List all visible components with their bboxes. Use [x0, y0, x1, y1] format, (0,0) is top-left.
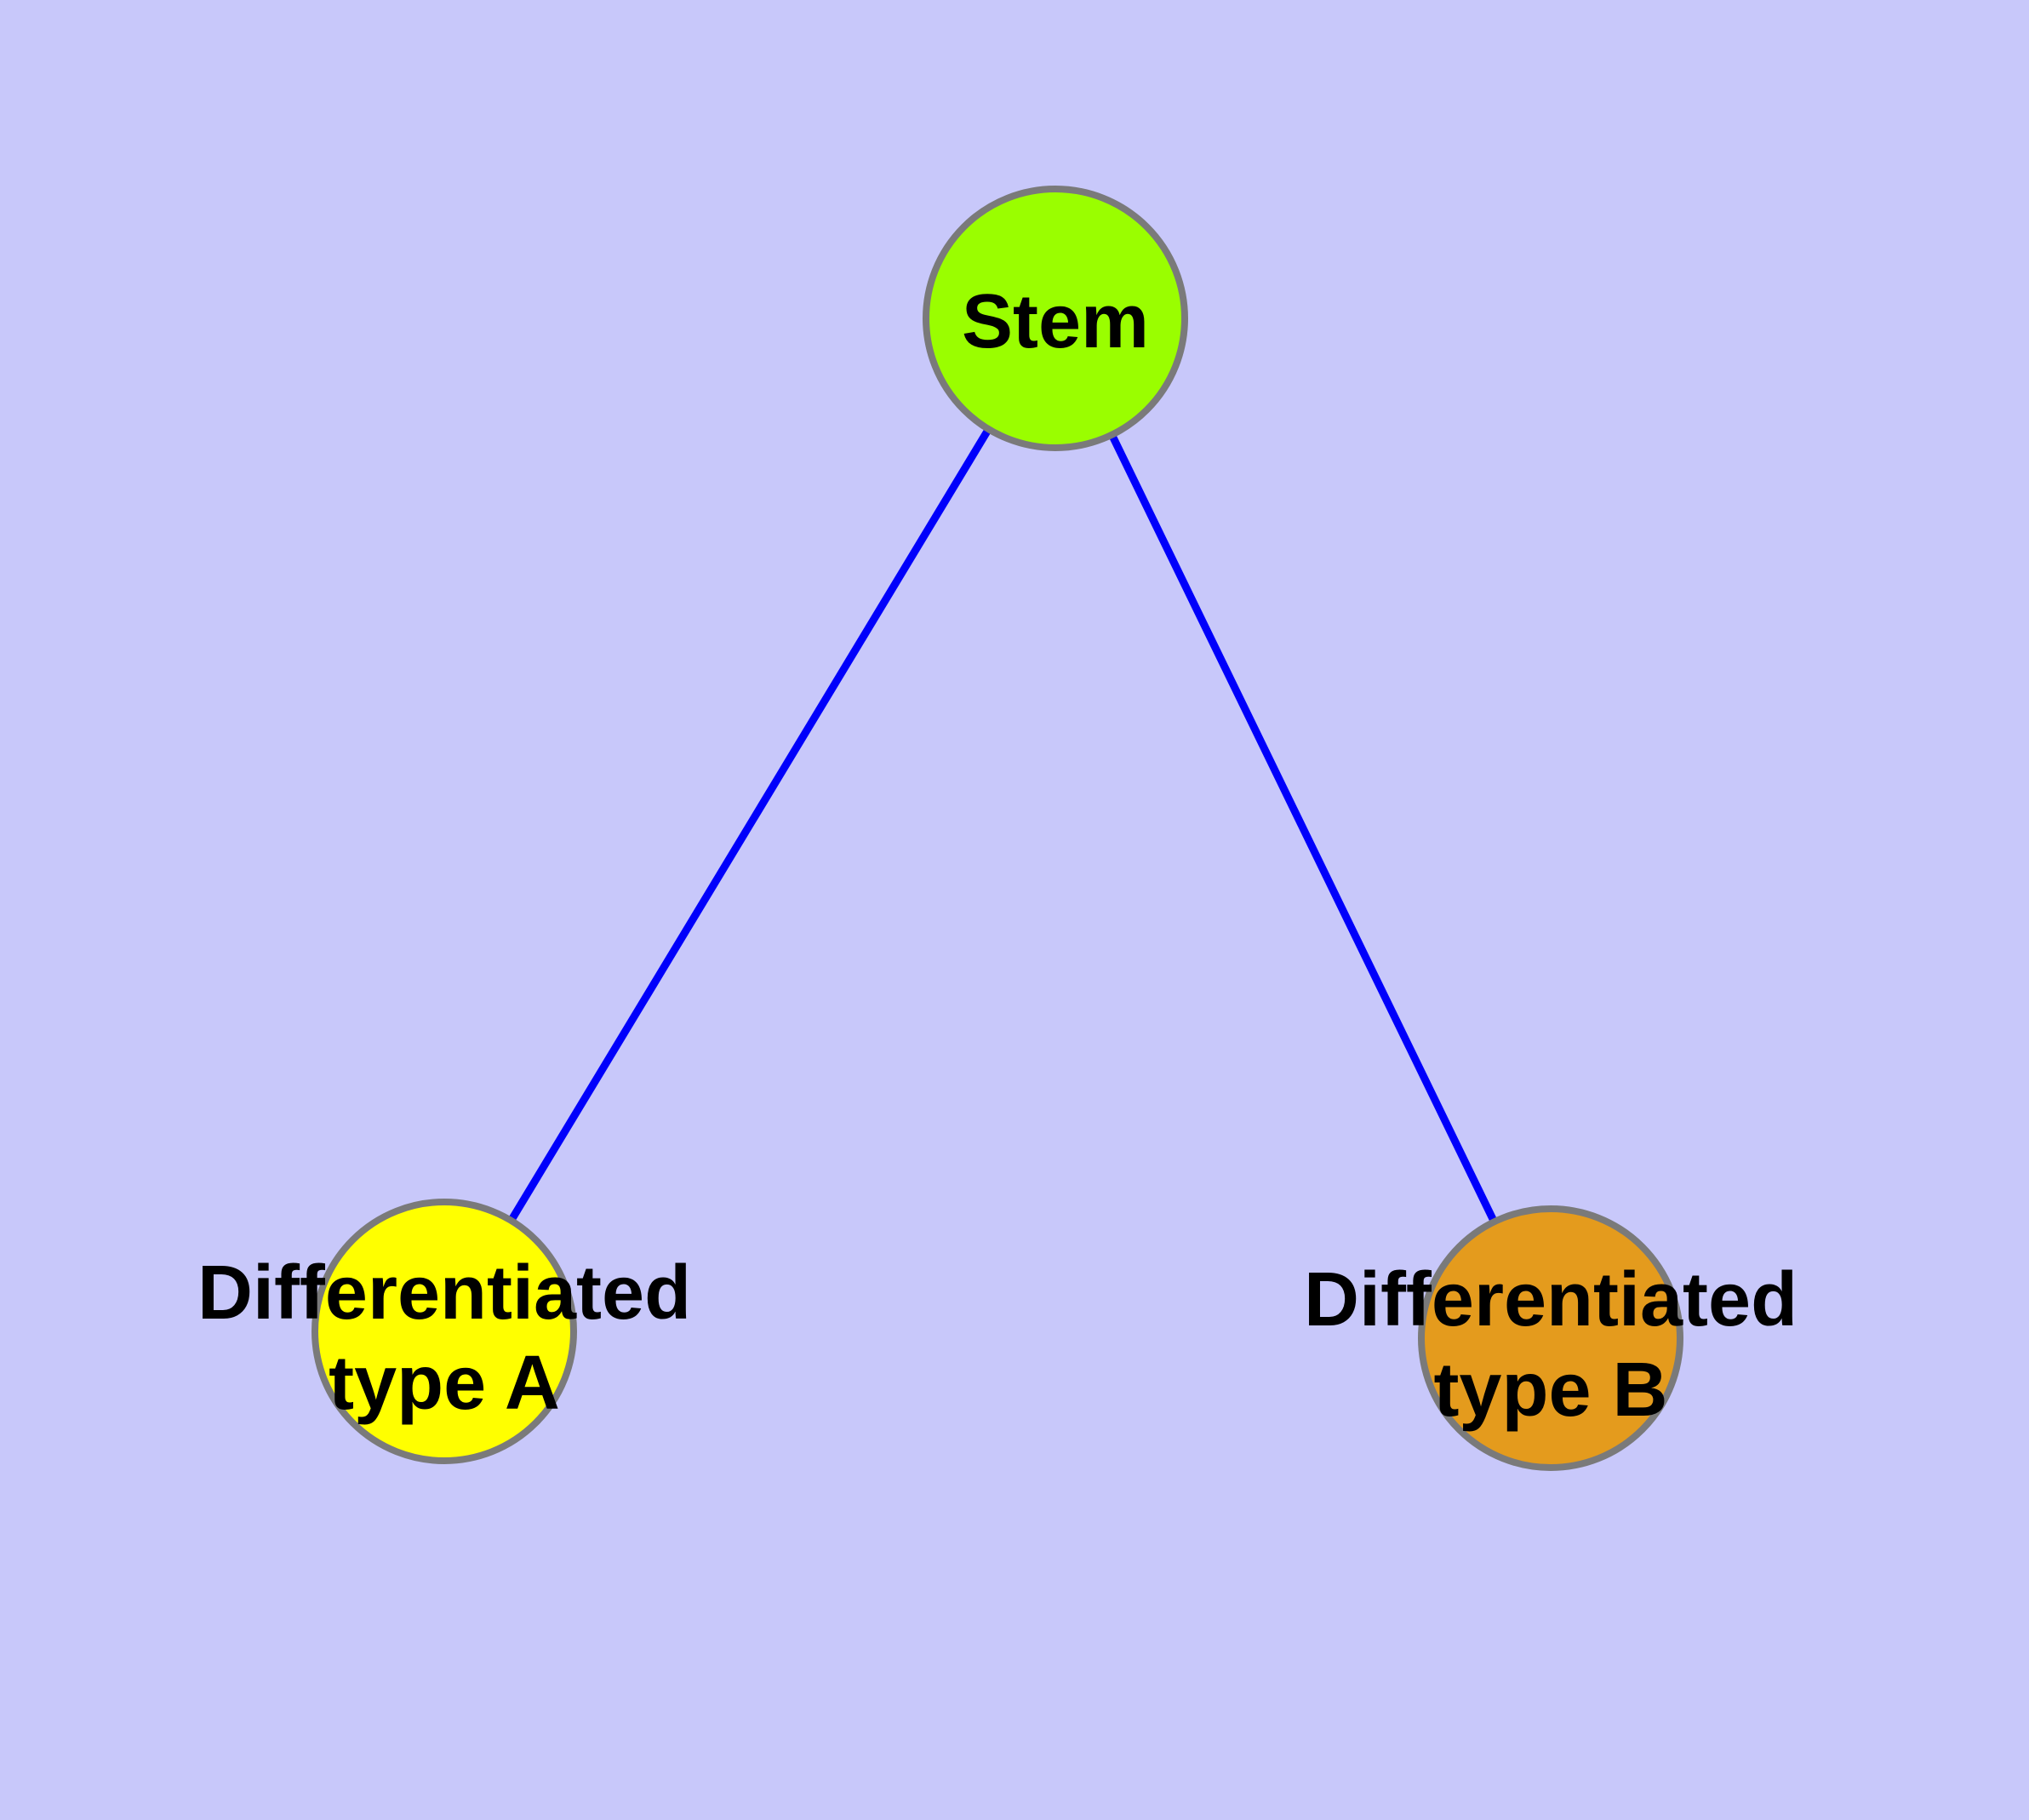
edge-stem-to-type-a: [441, 316, 1059, 1334]
node-differentiated-type-b-circle: [1418, 1205, 1683, 1471]
node-differentiated-type-a-circle: [311, 1199, 577, 1464]
edge-stem-to-type-b: [1051, 317, 1555, 1340]
node-stem-circle: [923, 186, 1188, 451]
